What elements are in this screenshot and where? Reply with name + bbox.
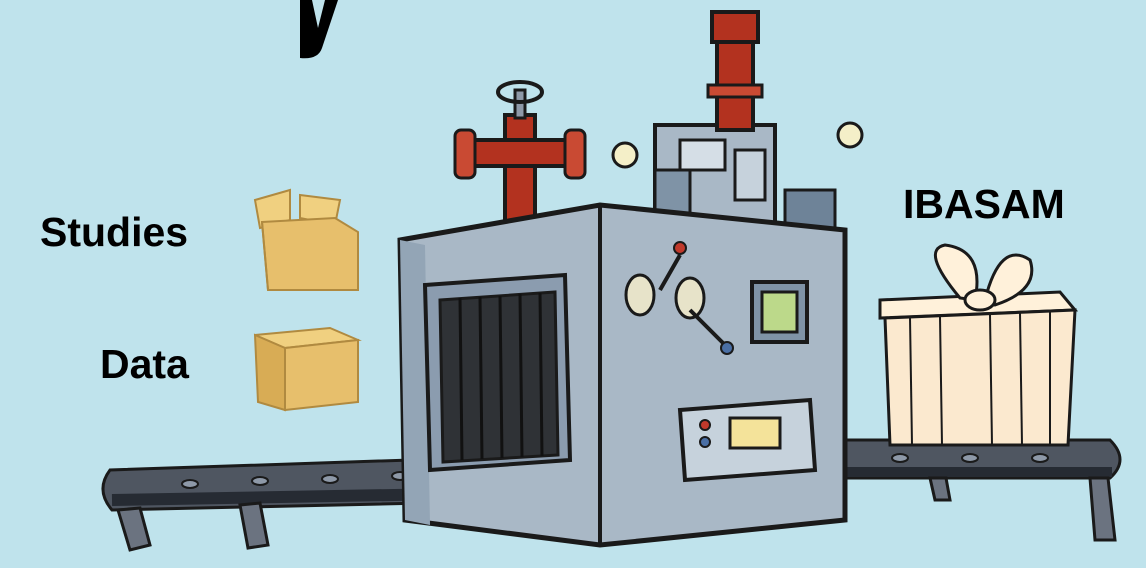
data-label: Data	[100, 344, 189, 385]
studies-label: Studies	[40, 212, 188, 253]
ibasam-label: IBASAM	[903, 184, 1065, 225]
conveyor-belt-right	[830, 440, 1120, 540]
partial-title-glyph	[300, 0, 338, 58]
gift-box-icon	[880, 245, 1075, 445]
cardboard-box-icon	[255, 328, 358, 410]
cardboard-box-icon	[255, 190, 358, 290]
factory-machine-icon	[400, 12, 862, 545]
